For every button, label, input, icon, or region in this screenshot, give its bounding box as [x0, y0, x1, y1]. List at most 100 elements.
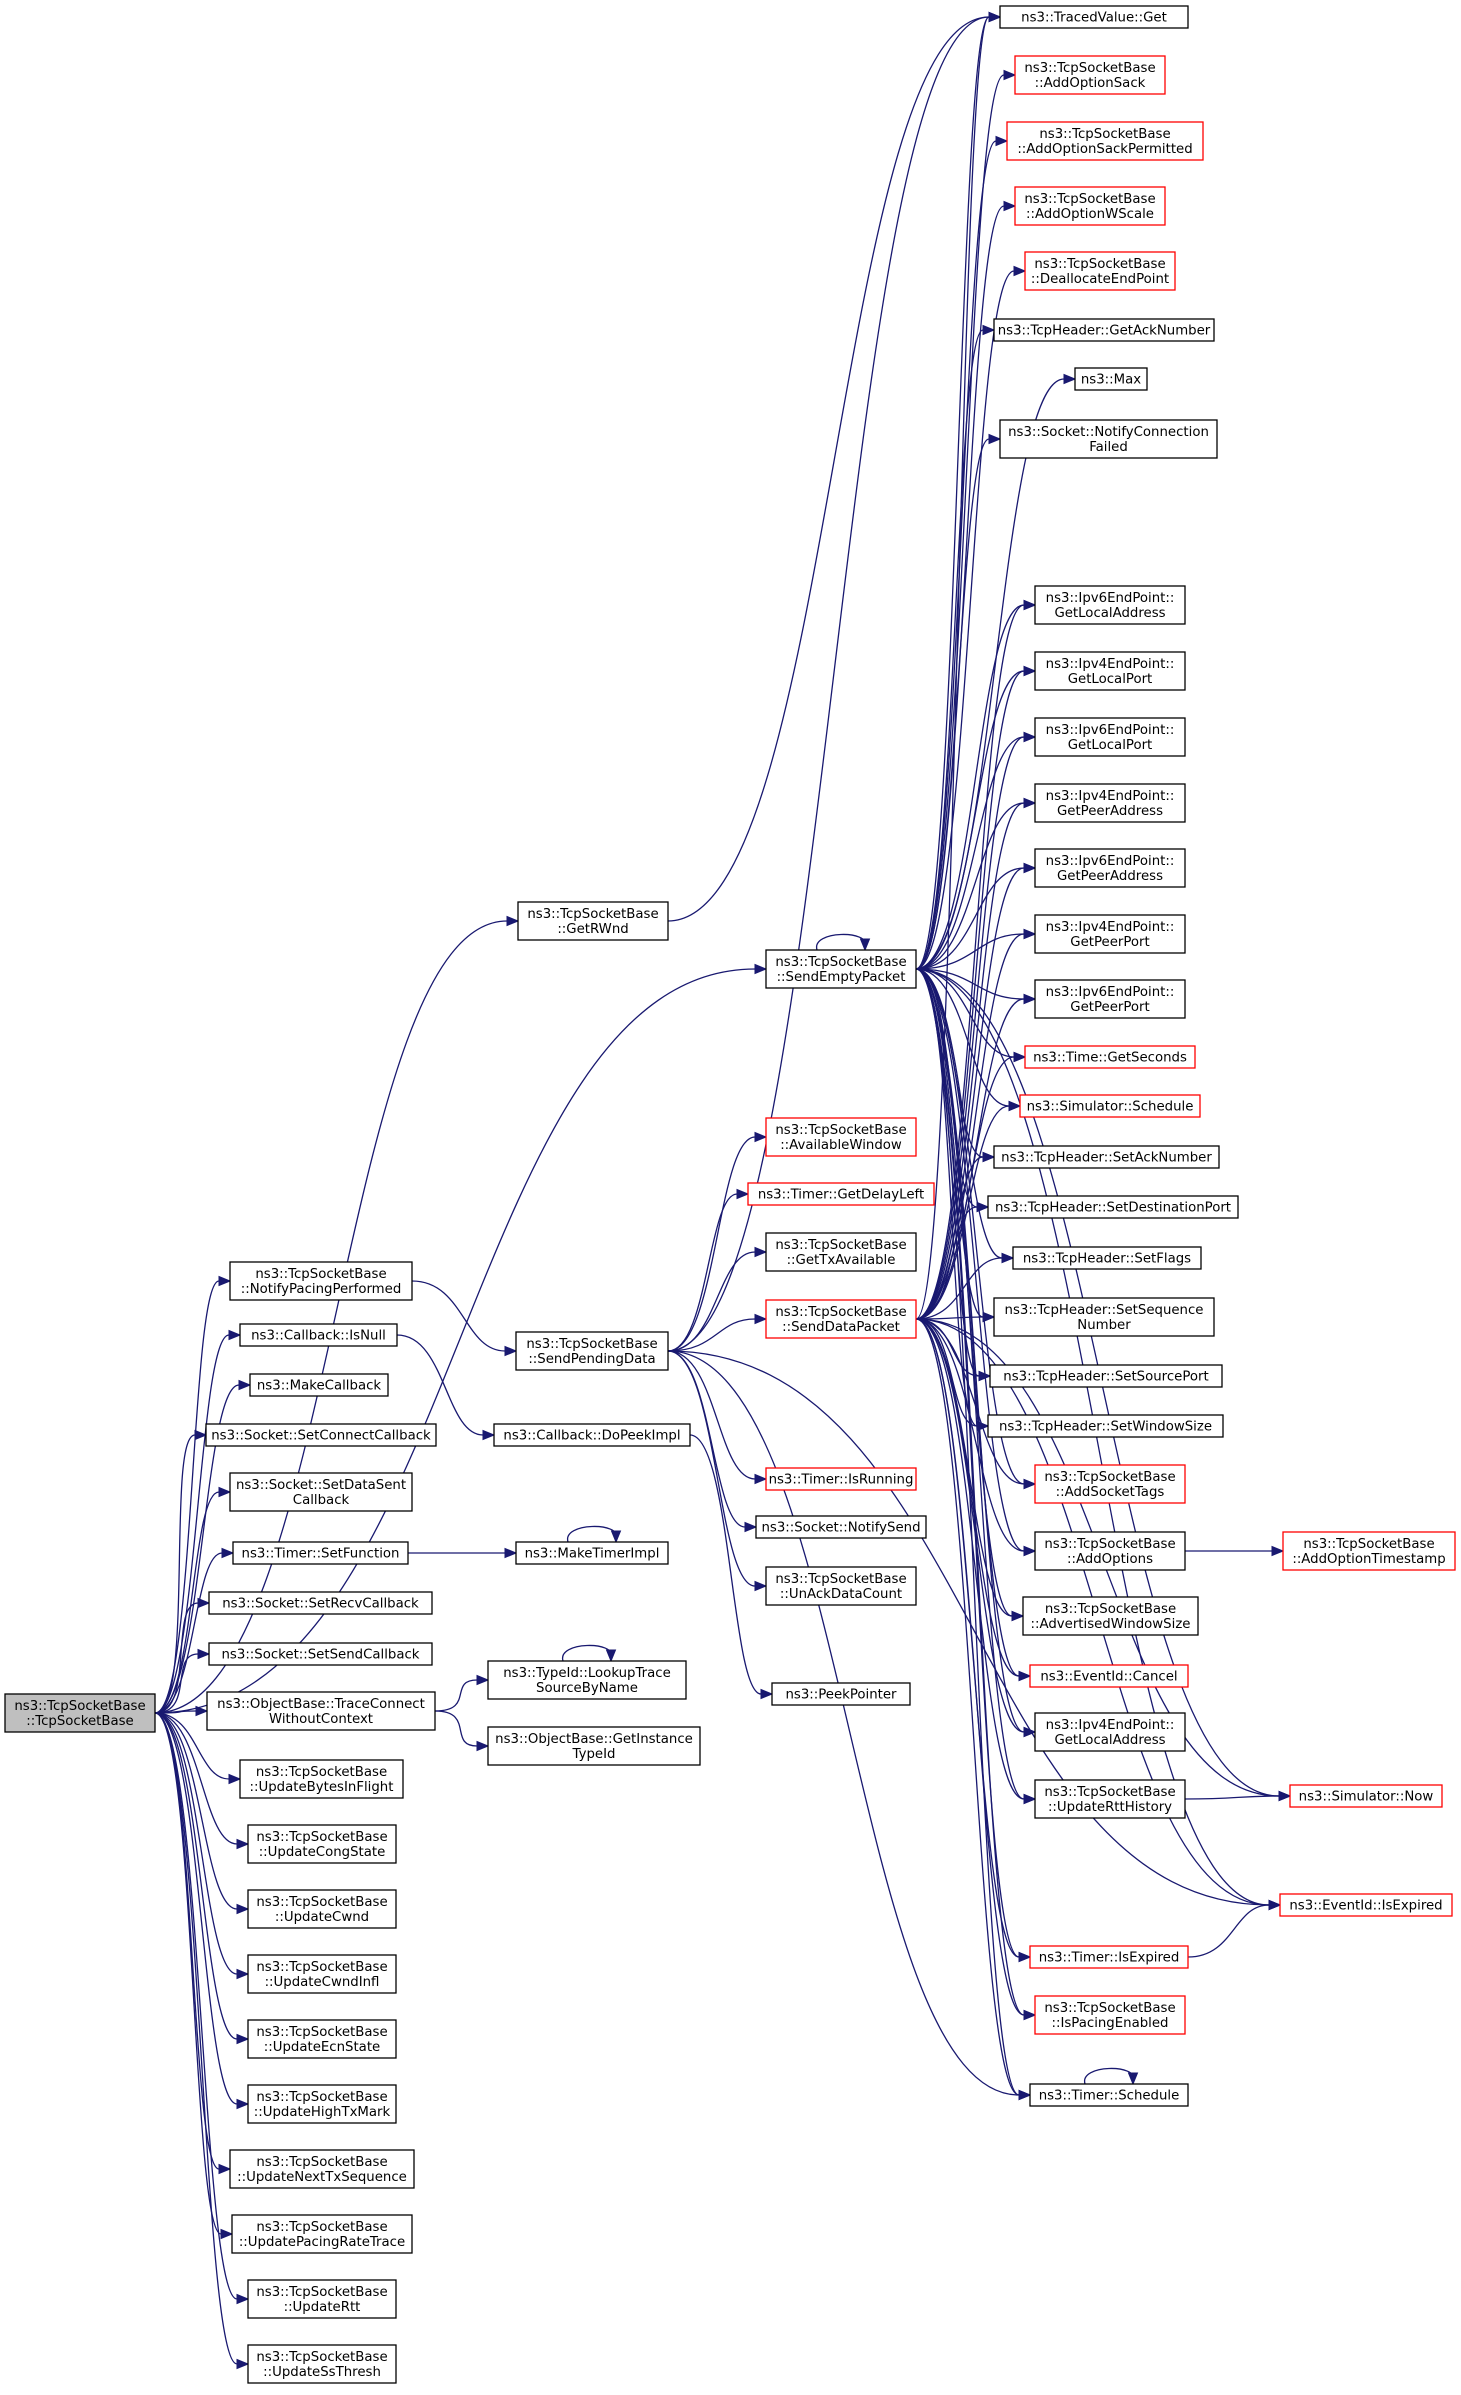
node-box[interactable] [1034, 585, 1186, 625]
node-box[interactable] [247, 2084, 397, 2124]
node-box[interactable] [1029, 2083, 1189, 2107]
node-updecn[interactable]: ns3::TcpSocketBase::UpdateEcnState [247, 2019, 397, 2059]
node-root[interactable]: ns3::TcpSocketBase::TcpSocketBase [4, 1693, 156, 1733]
node-box[interactable] [1034, 848, 1186, 888]
node-updrtt[interactable]: ns3::TcpSocketBase::UpdateRtt [247, 2279, 397, 2319]
node-dealloc[interactable]: ns3::TcpSocketBase::DeallocateEndPoint [1024, 251, 1176, 291]
node-box[interactable] [765, 1117, 917, 1157]
node-setsrcport[interactable]: ns3::TcpHeader::SetSourcePort [989, 1364, 1223, 1388]
node-ispacing[interactable]: ns3::TcpSocketBase::IsPacingEnabled [1034, 1995, 1186, 2035]
node-box[interactable] [232, 1541, 409, 1565]
node-senddata[interactable]: ns3::TcpSocketBase::SendDataPacket [765, 1299, 917, 1339]
node-box[interactable] [247, 1889, 397, 1929]
node-setacknum[interactable]: ns3::TcpHeader::SetAckNumber [993, 1145, 1220, 1169]
node-box[interactable] [1029, 1945, 1189, 1969]
node-v4peeraddr[interactable]: ns3::Ipv4EndPoint::GetPeerAddress [1034, 783, 1186, 823]
node-updhightx[interactable]: ns3::TcpSocketBase::UpdateHighTxMark [247, 2084, 397, 2124]
node-box[interactable] [1074, 367, 1148, 391]
node-box[interactable] [1279, 1893, 1453, 1917]
node-v6localport[interactable]: ns3::Ipv6EndPoint::GetLocalPort [1034, 717, 1186, 757]
node-addsockettags[interactable]: ns3::TcpSocketBase::AddSocketTags [1034, 1464, 1186, 1504]
node-box[interactable] [765, 1299, 917, 1339]
node-addopttimestamp[interactable]: ns3::TcpSocketBase::AddOptionTimestamp [1282, 1531, 1456, 1571]
node-box[interactable] [765, 1566, 917, 1606]
node-box[interactable] [247, 2019, 397, 2059]
node-box[interactable] [989, 1364, 1223, 1388]
node-box[interactable] [993, 1297, 1215, 1337]
node-peekpointer[interactable]: ns3::PeekPointer [771, 1682, 911, 1706]
node-advwinsize[interactable]: ns3::TcpSocketBase::AdvertisedWindowSize [1022, 1596, 1199, 1636]
node-box[interactable] [1282, 1531, 1456, 1571]
node-box[interactable] [755, 1515, 927, 1539]
node-box[interactable] [1024, 1045, 1196, 1069]
node-box[interactable] [1034, 979, 1186, 1019]
node-box[interactable] [765, 1467, 917, 1491]
node-v4peerport[interactable]: ns3::Ipv4EndPoint::GetPeerPort [1034, 914, 1186, 954]
node-box[interactable] [247, 2279, 397, 2319]
node-box[interactable] [487, 1660, 687, 1700]
node-getrwnd[interactable]: ns3::TcpSocketBase::GetRWnd [517, 901, 669, 941]
node-box[interactable] [1014, 186, 1166, 226]
node-box[interactable] [1034, 717, 1186, 757]
node-getacknum[interactable]: ns3::TcpHeader::GetAckNumber [993, 318, 1215, 342]
node-v4localaddr[interactable]: ns3::Ipv4EndPoint::GetLocalAddress [1034, 1712, 1186, 1752]
node-box[interactable] [1006, 121, 1204, 161]
node-box[interactable] [229, 1261, 413, 1301]
node-box[interactable] [1029, 1664, 1189, 1688]
node-setwinsize[interactable]: ns3::TcpHeader::SetWindowSize [987, 1414, 1224, 1438]
node-gettxavail[interactable]: ns3::TcpSocketBase::GetTxAvailable [765, 1232, 917, 1272]
node-v6localaddr[interactable]: ns3::Ipv6EndPoint::GetLocalAddress [1034, 585, 1186, 625]
node-eventisexpired[interactable]: ns3::EventId::IsExpired [1279, 1893, 1453, 1917]
node-box[interactable] [1034, 651, 1186, 691]
node-updcong[interactable]: ns3::TcpSocketBase::UpdateCongState [247, 1824, 397, 1864]
node-box[interactable] [208, 1642, 433, 1666]
node-availwin[interactable]: ns3::TcpSocketBase::AvailableWindow [765, 1117, 917, 1157]
node-box[interactable] [206, 1691, 436, 1731]
node-simnow[interactable]: ns3::Simulator::Now [1289, 1784, 1443, 1808]
node-unackdata[interactable]: ns3::TcpSocketBase::UnAckDataCount [765, 1566, 917, 1606]
node-v6peeraddr[interactable]: ns3::Ipv6EndPoint::GetPeerAddress [1034, 848, 1186, 888]
node-box[interactable] [231, 2214, 413, 2254]
node-updcwnd[interactable]: ns3::TcpSocketBase::UpdateCwnd [247, 1889, 397, 1929]
node-setrecvcb[interactable]: ns3::Socket::SetRecvCallback [208, 1591, 433, 1615]
node-updnexttx[interactable]: ns3::TcpSocketBase::UpdateNextTxSequence [229, 2149, 415, 2189]
node-updssthresh[interactable]: ns3::TcpSocketBase::UpdateSsThresh [247, 2344, 397, 2384]
node-box[interactable] [515, 1541, 669, 1565]
node-box[interactable] [208, 1591, 433, 1615]
node-addwscale[interactable]: ns3::TcpSocketBase::AddOptionWScale [1014, 186, 1166, 226]
node-box[interactable] [229, 2149, 415, 2189]
node-makecallback[interactable]: ns3::MakeCallback [249, 1373, 389, 1397]
node-box[interactable] [239, 1759, 404, 1799]
node-box[interactable] [1019, 1094, 1201, 1118]
node-box[interactable] [1034, 1995, 1186, 2035]
node-box[interactable] [987, 1414, 1224, 1438]
node-box[interactable] [517, 901, 669, 941]
node-box[interactable] [1034, 914, 1186, 954]
node-addoptions[interactable]: ns3::TcpSocketBase::AddOptions [1034, 1531, 1186, 1571]
node-box[interactable] [993, 318, 1215, 342]
node-addsack[interactable]: ns3::TcpSocketBase::AddOptionSack [1014, 55, 1166, 95]
node-box[interactable] [1034, 1464, 1186, 1504]
node-notifypacing[interactable]: ns3::TcpSocketBase::NotifyPacingPerforme… [229, 1261, 413, 1301]
node-box[interactable] [247, 2344, 397, 2384]
node-box[interactable] [4, 1693, 156, 1733]
node-timerisexpired[interactable]: ns3::Timer::IsExpired [1029, 1945, 1189, 1969]
node-setfunction[interactable]: ns3::Timer::SetFunction [232, 1541, 409, 1565]
node-box[interactable] [493, 1423, 691, 1447]
node-box[interactable] [1022, 1596, 1199, 1636]
node-v4localport[interactable]: ns3::Ipv4EndPoint::GetLocalPort [1034, 651, 1186, 691]
node-box[interactable] [239, 1323, 398, 1347]
node-box[interactable] [999, 5, 1189, 29]
node-maketimerimpl[interactable]: ns3::MakeTimerImpl [515, 1541, 669, 1565]
node-dopeekimpl[interactable]: ns3::Callback::DoPeekImpl [493, 1423, 691, 1447]
node-box[interactable] [1034, 1531, 1186, 1571]
node-updrtthist[interactable]: ns3::TcpSocketBase::UpdateRttHistory [1034, 1779, 1186, 1819]
node-setconnectcb[interactable]: ns3::Socket::SetConnectCallback [205, 1423, 437, 1447]
node-timerschedule[interactable]: ns3::Timer::Schedule [1029, 2083, 1189, 2107]
node-box[interactable] [1289, 1784, 1443, 1808]
node-box[interactable] [999, 419, 1218, 459]
node-setflags[interactable]: ns3::TcpHeader::SetFlags [1012, 1246, 1202, 1270]
